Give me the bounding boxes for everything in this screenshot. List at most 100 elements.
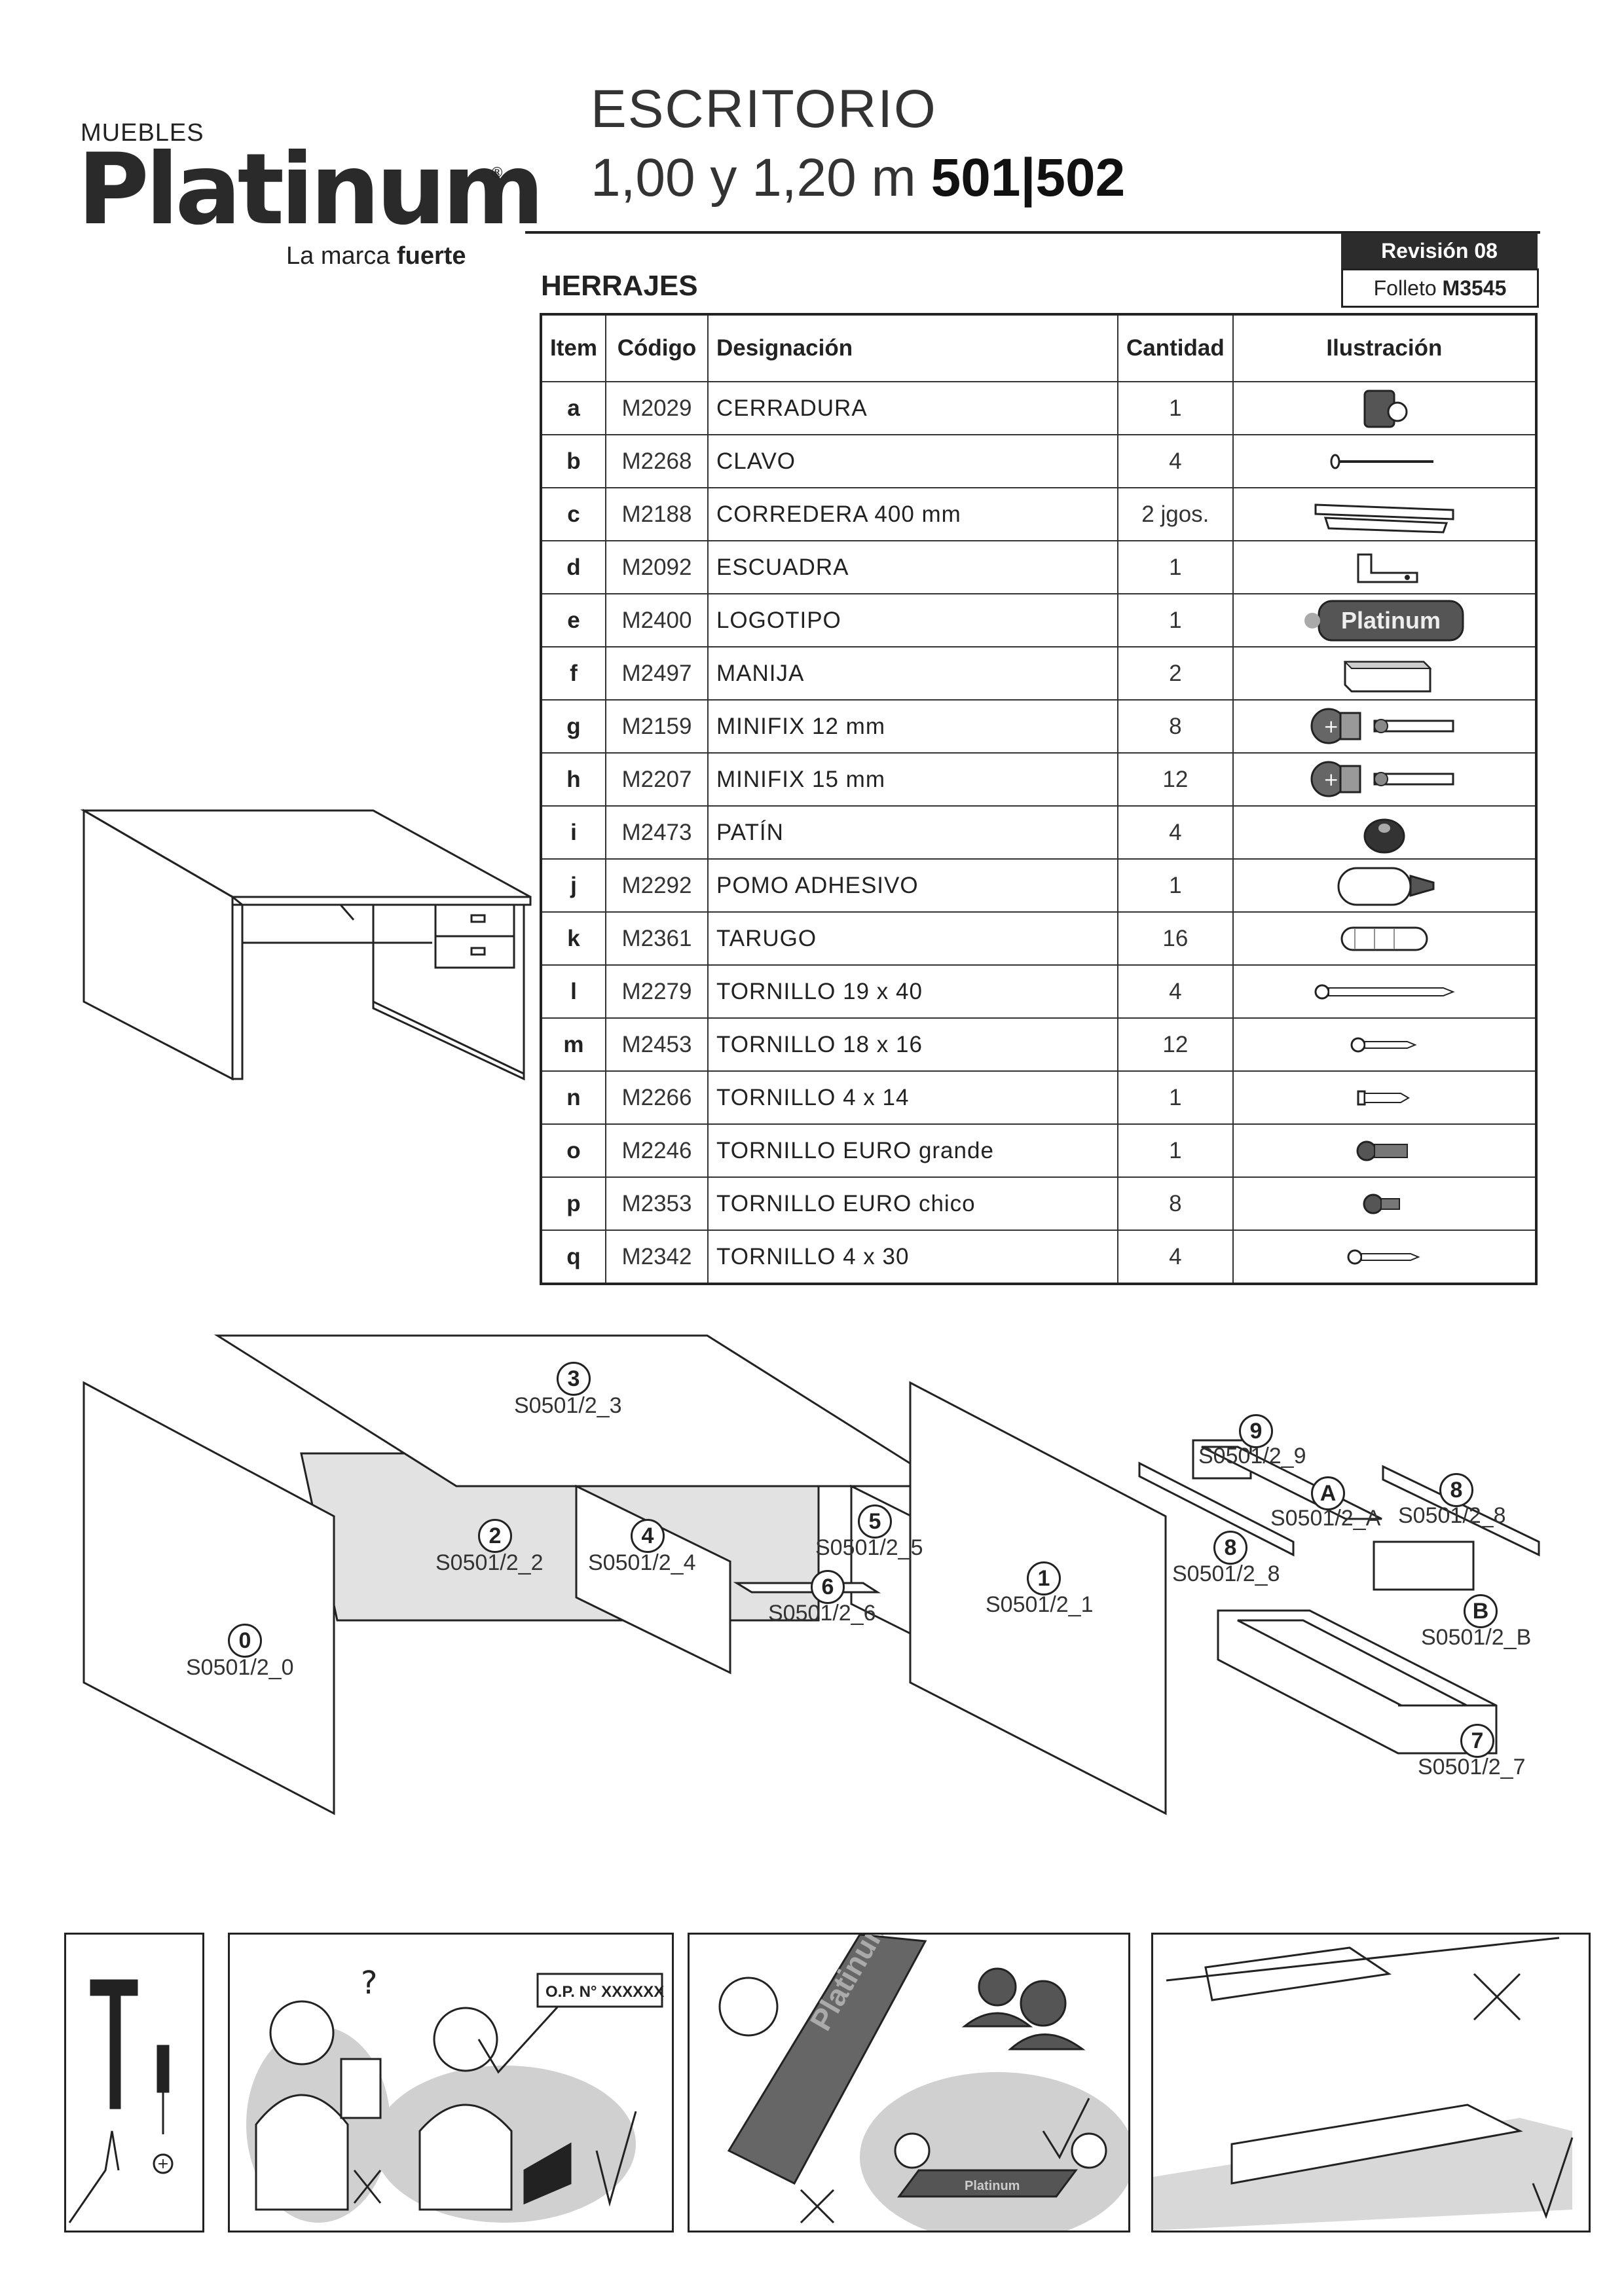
part-0-code: S0501/2_0 (186, 1655, 294, 1680)
part-8-right-marker: 8 (1439, 1473, 1473, 1507)
screw-long-icon (1242, 979, 1527, 1005)
item-cell: c (540, 487, 606, 541)
item-cell: q (540, 1230, 606, 1285)
knob-icon (1242, 863, 1527, 909)
item-cell: k (540, 911, 606, 966)
part-9-code: S0501/2_9 (1198, 1444, 1306, 1468)
illustration-cell (1232, 964, 1538, 1019)
read-instructions-illustration: ? O.P. N° XXXXXX (246, 1965, 664, 2223)
illustration-cell (1232, 911, 1538, 966)
part-2-code: S0501/2_2 (435, 1550, 544, 1575)
brand-top-label: MUEBLES (81, 119, 204, 147)
designation-cell: TORNILLO 4 x 30 (707, 1230, 1118, 1285)
svg-text:?: ? (361, 1965, 377, 2001)
code-cell: M2473 (604, 805, 709, 860)
handle-icon (1242, 652, 1527, 695)
screw-small-icon (1242, 1085, 1527, 1111)
lifting-illustration: Platinum Platinum (718, 1909, 1135, 2242)
col-item: Item (540, 314, 606, 382)
part-A-marker: A (1311, 1476, 1345, 1510)
glide-icon (1242, 810, 1527, 856)
euro-screw-small-icon (1242, 1190, 1527, 1218)
illustration-cell: + (1232, 752, 1538, 807)
brand-logo: Platinum (77, 133, 545, 247)
designation-cell: MANIJA (707, 646, 1118, 701)
illustration-cell (1232, 1017, 1538, 1072)
designation-cell: TORNILLO EURO chico (707, 1176, 1118, 1231)
designation-cell: LOGOTIPO (707, 593, 1118, 647)
part-4-code: S0501/2_4 (588, 1550, 696, 1575)
part-7-marker: 7 (1460, 1724, 1494, 1758)
designation-cell: MINIFIX 12 mm (707, 699, 1118, 754)
part-2-marker: 2 (478, 1519, 512, 1553)
op-number-label: O.P. N° XXXXXX (545, 1983, 664, 2001)
badge-text: Platinum (1341, 607, 1441, 634)
lifting-panel: Platinum Platinum (688, 1909, 1135, 2242)
part-5-code: S0501/2_5 (815, 1535, 923, 1560)
designation-cell: TORNILLO 4 x 14 (707, 1070, 1118, 1125)
part-8-right-code: S0501/2_8 (1398, 1503, 1506, 1528)
illustration-cell (1232, 381, 1538, 435)
item-cell: h (540, 752, 606, 807)
col-illustration: Ilustración (1232, 314, 1538, 382)
code-cell: M2453 (604, 1017, 709, 1072)
nail-icon (1242, 452, 1527, 471)
page-title: ESCRITORIO (591, 79, 937, 139)
quantity-cell: 2 jgos. (1116, 487, 1234, 541)
brand-tagline: La marca fuerte (286, 242, 466, 270)
section-title: HERRAJES (541, 270, 698, 302)
part-9-marker: 9 (1239, 1414, 1273, 1448)
svg-text:+: + (1323, 769, 1338, 790)
item-cell: l (540, 964, 606, 1019)
screw-short-icon (1242, 1032, 1527, 1058)
illustration-cell (1232, 487, 1538, 541)
designation-cell: CLAVO (707, 434, 1118, 488)
lock-icon (1242, 386, 1527, 431)
illustration-cell (1232, 805, 1538, 860)
small-box-brand-text: Platinum (965, 2179, 1020, 2193)
code-cell: M2268 (604, 434, 709, 488)
part-B-code: S0501/2_B (1421, 1625, 1532, 1650)
logo-badge-icon: Platinum (1242, 597, 1527, 644)
svg-text:+: + (157, 2156, 169, 2172)
quantity-cell: 12 (1116, 1017, 1234, 1072)
surface-care-panel (1151, 1933, 1591, 2232)
part-7-code: S0501/2_7 (1418, 1755, 1526, 1779)
code-cell: M2092 (604, 540, 709, 594)
code-cell: M2029 (604, 381, 709, 435)
illustration-cell (1232, 1230, 1538, 1285)
part-A-code: S0501/2_A (1270, 1506, 1381, 1531)
code-cell: M2342 (604, 1230, 709, 1285)
quantity-cell: 1 (1116, 381, 1234, 435)
tools-panel: + (64, 1933, 204, 2232)
part-8-code: S0501/2_8 (1172, 1561, 1280, 1586)
bracket-icon (1242, 548, 1527, 587)
part-4-marker: 4 (631, 1519, 665, 1553)
designation-cell: CORREDERA 400 mm (707, 487, 1118, 541)
assembled-desk-illustration (80, 809, 532, 1081)
item-cell: p (540, 1176, 606, 1231)
registered-mark: ® (490, 165, 504, 181)
read-instructions-panel: ? O.P. N° XXXXXX (228, 1933, 674, 2232)
designation-cell: POMO ADHESIVO (707, 858, 1118, 913)
code-cell: M2400 (604, 593, 709, 647)
quantity-cell: 1 (1116, 540, 1234, 594)
tools-illustration: + (68, 1979, 174, 2223)
illustration-cell (1232, 434, 1538, 488)
minifix-icon: + (1242, 705, 1527, 748)
designation-cell: TARUGO (707, 911, 1118, 966)
screw-medium-icon (1242, 1244, 1527, 1270)
minifix-icon: + (1242, 758, 1527, 801)
part-5-marker: 5 (858, 1504, 892, 1539)
code-cell: M2266 (604, 1070, 709, 1125)
